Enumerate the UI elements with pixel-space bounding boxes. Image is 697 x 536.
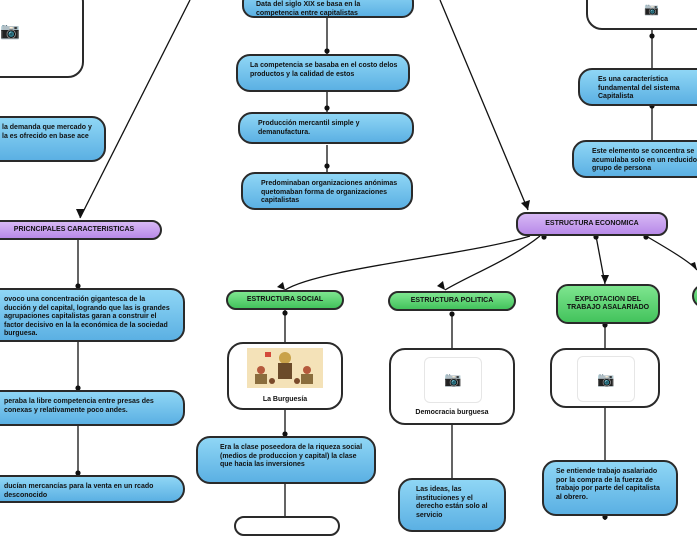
node-trabajo-asalariado[interactable]: Se entiende trabajo asalariado por la co… <box>542 460 678 516</box>
camera-icon: 📷 <box>597 370 615 387</box>
camera-icon: 📷 <box>0 23 20 40</box>
node-caption: Democracia burguesa <box>415 409 489 416</box>
node-elemento-concentra[interactable]: Este elemento se concentra se acumulaba … <box>572 140 697 178</box>
node-ideas-instituciones[interactable]: Las ideas, las instituciones y el derech… <box>398 478 506 532</box>
node-principales-caracteristicas[interactable]: PRICNCIPALES CARACTERISTICAS <box>0 220 162 240</box>
image-placeholder-top-right: 📷 <box>586 0 697 30</box>
node-text: ESTRUCTURA POLITICA <box>410 296 494 304</box>
node-produccion-mercantil[interactable]: Producción mercantil simple y demanufact… <box>238 112 414 144</box>
node-la-burguesia[interactable]: La Burguesía <box>227 342 343 410</box>
node-text: EXPLOTACION DEL TRABAJO ASALARIADO <box>566 295 650 312</box>
node-estructura-economica[interactable]: ESTRUCTURA ECONOMICA <box>516 212 668 236</box>
connector-lines <box>75 0 697 520</box>
node-competencia-capitalistas[interactable]: Data del siglo XIX se basa en la compete… <box>242 0 414 18</box>
node-organizaciones[interactable]: Predominaban organizaciones anónimas que… <box>241 172 413 210</box>
node-mercancias[interactable]: ducían mercancías para la venta en un rc… <box>0 475 185 503</box>
camera-icon: 📷 <box>644 2 659 16</box>
node-concentracion[interactable]: ovoco una concentración gigantesca de la… <box>0 288 185 342</box>
node-competencia-costo[interactable]: La competencia se basaba en el costo del… <box>236 54 410 92</box>
node-text: Predominaban organizaciones anónimas que… <box>261 180 398 204</box>
node-caracteristica-fundamental[interactable]: Es una característica fundamental del si… <box>578 68 697 106</box>
node-libre-competencia[interactable]: peraba la libre competencia entre presas… <box>0 390 185 426</box>
node-estructura-politica[interactable]: ESTRUCTURA POLITICA <box>388 291 516 311</box>
node-caption: La Burguesía <box>262 396 308 403</box>
node-text: peraba la libre competencia entre presas… <box>4 398 154 414</box>
node-demanda[interactable]: la demanda que mercado y la es ofrecido … <box>0 116 106 162</box>
node-text: PRICNCIPALES CARACTERISTICAS <box>13 225 135 233</box>
node-text: la demanda que mercado y la es ofrecido … <box>2 124 92 140</box>
node-text: Es una característica fundamental del si… <box>598 76 680 100</box>
node-text: ESTRUCTURA SOCIAL <box>246 295 324 303</box>
node-text: ovoco una concentración gigantesca de la… <box>4 296 170 337</box>
node-explotacion-trabajo[interactable]: EXPLOTACION DEL TRABAJO ASALARIADO <box>556 284 660 324</box>
node-text: Era la clase poseedora de la riqueza soc… <box>220 444 363 468</box>
node-text: La competencia se basaba en el costo del… <box>250 62 398 78</box>
node-text: Producción mercantil simple y demanufact… <box>258 120 360 136</box>
node-text: Data del siglo XIX se basa en la compete… <box>256 1 361 17</box>
node-clase-poseedora[interactable]: Era la clase poseedora de la riqueza soc… <box>196 436 376 484</box>
node-text: Este elemento se concentra se acumulaba … <box>592 148 697 172</box>
node-text: Las ideas, las instituciones y el derech… <box>416 486 488 519</box>
node-text: Se entiende trabajo asalariado por la co… <box>556 468 660 501</box>
bourgeoisie-illustration <box>247 348 323 388</box>
node-text: ESTRUCTURA ECONOMICA <box>545 219 639 227</box>
node-next-cutoff <box>234 516 340 536</box>
image-placeholder-top-left: 📷 <box>0 0 84 78</box>
node-text: ducían mercancías para la venta en un rc… <box>4 483 154 499</box>
image-placeholder-explotacion: 📷 <box>550 348 660 408</box>
camera-icon: 📷 <box>444 371 462 388</box>
node-estructura-social[interactable]: ESTRUCTURA SOCIAL <box>226 290 344 310</box>
node-democracia-burguesa[interactable]: 📷 Democracia burguesa <box>389 348 515 425</box>
